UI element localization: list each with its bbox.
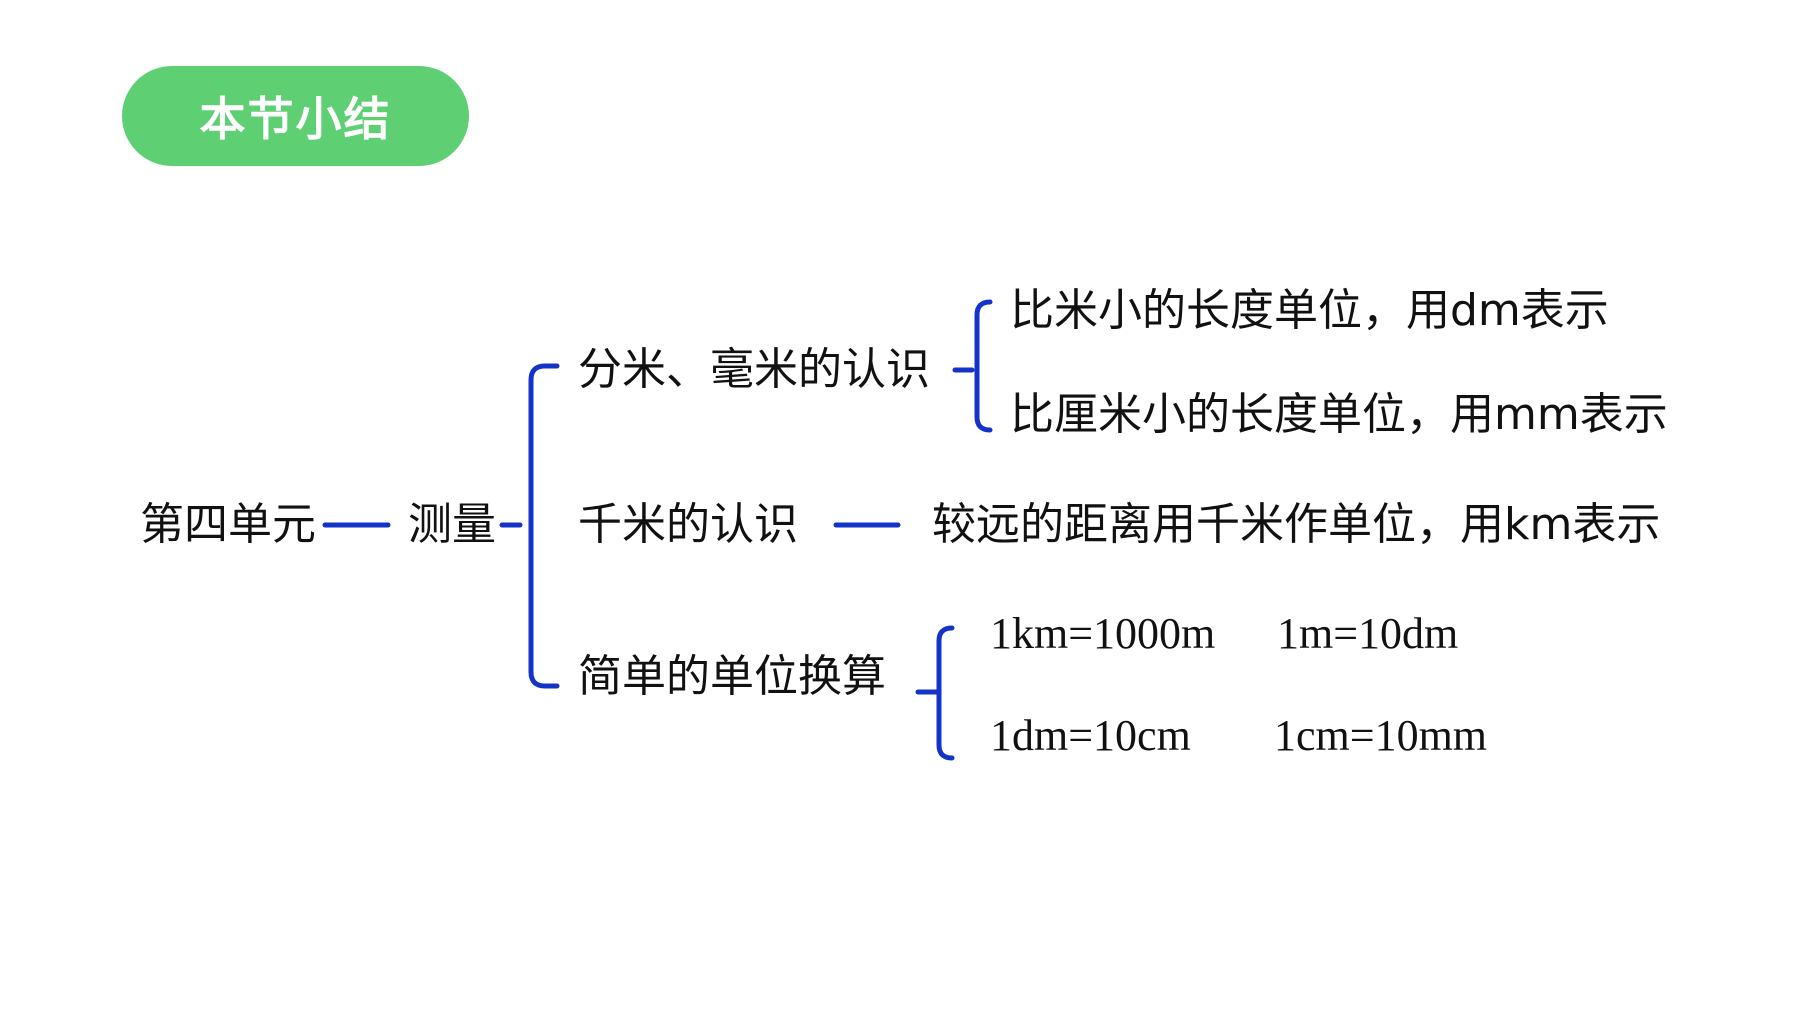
conversion-cm-mm: 1cm=10mm [1274, 711, 1488, 760]
root-node: 第四单元 [140, 499, 316, 550]
section-badge: 本节小结 [122, 66, 469, 166]
conversion-dm-cm: 1dm=10cm [990, 711, 1191, 760]
conversion-m-dm: 1m=10dm [1277, 609, 1459, 658]
dm-mm-item-mm: 比厘米小的长度单位，用mm表示 [1010, 389, 1668, 440]
topic-node: 测量 [408, 499, 496, 550]
bracket-conversion [936, 625, 955, 761]
branch-conversion: 简单的单位换算 [578, 651, 886, 702]
bracket-dm [974, 299, 993, 433]
branch-km: 千米的认识 [578, 499, 798, 550]
dm-mm-item-dm: 比米小的长度单位，用dm表示 [1010, 285, 1609, 336]
conversion-km-m: 1km=1000m [990, 609, 1216, 658]
section-badge-label: 本节小结 [199, 92, 392, 146]
branch-dm-mm: 分米、毫米的认识 [578, 344, 930, 395]
bracket-main [528, 363, 560, 689]
km-item: 较远的距离用千米作单位，用km表示 [932, 499, 1661, 550]
